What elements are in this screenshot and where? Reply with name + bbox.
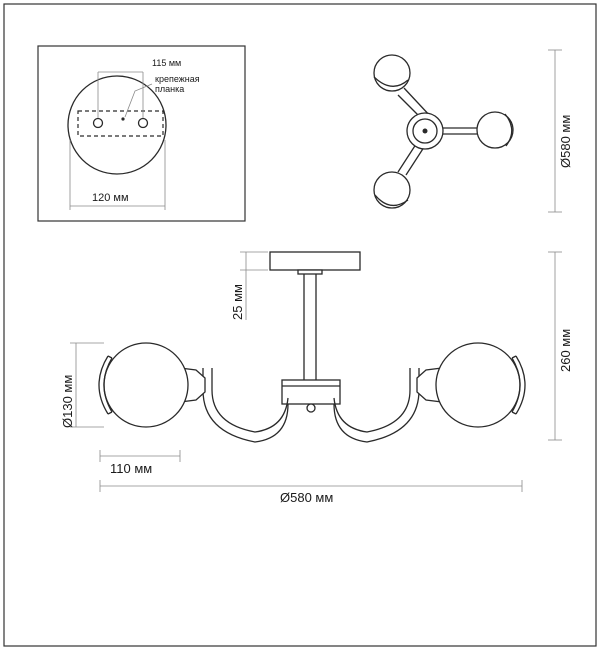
top-shade-1 xyxy=(373,54,411,92)
side-arm-right-inner xyxy=(333,368,420,443)
bracket-label-line1: крепежная xyxy=(155,74,200,84)
bracket-center-dot xyxy=(121,117,125,121)
side-cup-collar xyxy=(297,269,323,275)
bracket-hole-right xyxy=(137,117,149,129)
dim-260-label: 260 мм xyxy=(558,329,573,372)
mounting-detail: 115 мм крепежная планка 120 мм xyxy=(37,45,246,222)
dim-115-label: 115 мм xyxy=(152,58,181,68)
side-shade-right-rim-bottom xyxy=(511,411,517,415)
dim-120-label: 120 мм xyxy=(92,192,129,204)
side-shade-right-rim-1 xyxy=(511,357,521,413)
dim-side-580-label: Ø580 мм xyxy=(280,490,333,505)
side-finial xyxy=(306,403,316,413)
dim-top-580-label: Ø580 мм xyxy=(558,115,573,168)
top-shade-3-rim xyxy=(374,194,409,207)
top-shade-1-rim xyxy=(373,76,409,87)
dim-110-label: 110 мм xyxy=(110,461,152,476)
mounting-bracket xyxy=(77,110,164,137)
top-shade-2-rim xyxy=(504,113,513,147)
side-shade-right-rim-top xyxy=(511,355,517,359)
side-shade-right xyxy=(435,342,521,428)
dim-130-label: Ø130 мм xyxy=(60,375,75,428)
side-shade-left xyxy=(103,342,189,428)
bracket-label-line2: планка xyxy=(155,84,184,94)
side-shade-left-rim-bottom xyxy=(107,411,113,415)
dim-25-label: 25 мм xyxy=(230,284,245,320)
top-shade-2 xyxy=(476,111,514,149)
top-hub-center xyxy=(422,128,428,134)
side-arm-left-inner xyxy=(202,368,289,443)
side-shade-left-rim-2 xyxy=(98,355,109,415)
top-shade-3 xyxy=(373,171,411,209)
side-hub xyxy=(281,379,341,405)
detail-box xyxy=(37,45,246,222)
side-arm-left-outer xyxy=(211,368,289,433)
side-view: 25 мм 260 мм Ø130 мм 110 мм Ø580 мм xyxy=(60,251,573,505)
bracket-hole-left xyxy=(92,117,104,129)
side-arm-right-outer xyxy=(333,368,411,433)
top-view: Ø580 мм xyxy=(373,49,573,213)
side-shade-right-rim-2 xyxy=(515,355,526,415)
page-border xyxy=(3,3,597,647)
ceiling-cup-circle xyxy=(67,75,167,175)
side-ceiling-cup xyxy=(269,251,361,271)
side-shade-left-rim-top xyxy=(107,355,113,359)
side-shade-left-rim-1 xyxy=(103,357,113,413)
bracket-leader xyxy=(124,83,153,118)
